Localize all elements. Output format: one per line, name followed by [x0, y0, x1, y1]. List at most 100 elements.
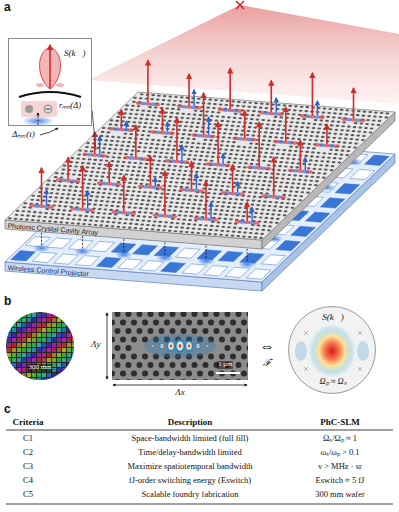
air-hole [329, 149, 333, 151]
projector-pixel [139, 261, 164, 271]
air-hole [233, 117, 237, 119]
emission-arrow [188, 74, 190, 106]
air-hole [283, 214, 287, 216]
air-hole [246, 154, 250, 156]
air-hole [132, 101, 136, 103]
air-hole [128, 117, 132, 119]
air-hole [233, 182, 237, 184]
air-hole [288, 150, 292, 152]
die [22, 358, 26, 362]
die [47, 343, 51, 347]
air-hole [294, 195, 298, 197]
air-hole [92, 187, 96, 189]
air-hole [145, 163, 149, 165]
air-hole [256, 204, 260, 206]
air-hole [54, 176, 58, 178]
air-hole [305, 106, 309, 108]
air-hole [266, 144, 270, 146]
die [17, 368, 21, 372]
air-hole [264, 217, 268, 219]
air-hole [292, 158, 296, 160]
air-hole [197, 142, 201, 144]
observer-mark [236, 1, 244, 9]
air-hole [185, 142, 189, 144]
air-hole [100, 200, 104, 202]
air-hole [180, 182, 184, 184]
air-hole [333, 133, 337, 135]
air-hole [132, 190, 136, 192]
cavity-mode-lobe [171, 215, 177, 219]
air-hole [145, 118, 149, 120]
air-hole [223, 197, 227, 199]
die [57, 323, 61, 327]
emission-arrow [312, 73, 314, 116]
air-hole [331, 120, 335, 122]
air-hole [290, 186, 294, 188]
projector-pixel [54, 254, 79, 264]
air-hole [248, 146, 252, 148]
air-hole [252, 155, 256, 157]
air-hole [187, 203, 191, 205]
projector-glow [197, 257, 215, 265]
emission-arrow [196, 174, 197, 190]
air-hole [196, 212, 200, 214]
air-hole [252, 110, 256, 112]
air-hole [251, 114, 255, 116]
air-hole [186, 138, 190, 140]
air-hole [257, 115, 261, 117]
air-hole [197, 208, 201, 210]
air-hole [226, 141, 230, 143]
air-hole [62, 189, 66, 191]
air-hole [102, 212, 106, 214]
air-hole [251, 134, 255, 136]
air-hole [111, 201, 115, 203]
die [57, 363, 61, 367]
air-hole [88, 158, 92, 160]
air-hole [333, 112, 337, 114]
cavity-mode-lobe [210, 135, 216, 139]
air-hole [140, 114, 144, 116]
die [7, 373, 11, 377]
emission-arrow [237, 182, 238, 193]
air-hole [273, 205, 277, 207]
air-hole [139, 207, 143, 209]
die [67, 363, 71, 367]
air-hole [107, 196, 111, 198]
air-hole [328, 108, 332, 110]
air-hole [183, 150, 187, 152]
air-hole [227, 226, 231, 228]
air-hole [252, 130, 256, 132]
cavity-mode-lobe [239, 192, 245, 196]
period-arrow [107, 313, 108, 379]
die [32, 323, 36, 327]
air-hole [168, 230, 172, 232]
air-hole [95, 196, 99, 198]
air-hole [60, 217, 64, 219]
air-hole [218, 217, 222, 219]
air-hole [286, 202, 290, 204]
air-hole [8, 217, 12, 219]
air-hole [313, 123, 317, 125]
air-hole [106, 131, 110, 133]
air-hole [31, 195, 35, 197]
air-hole [178, 214, 182, 216]
air-hole [188, 199, 192, 201]
air-hole [61, 213, 65, 215]
air-hole [246, 175, 250, 177]
air-hole [225, 214, 229, 216]
air-hole [124, 173, 128, 175]
air-hole [71, 198, 75, 200]
air-hole [250, 163, 254, 165]
die [27, 313, 31, 317]
air-hole [238, 227, 242, 229]
air-hole [147, 200, 151, 202]
emission-arrow [49, 45, 51, 89]
air-hole [264, 176, 268, 178]
air-hole [49, 196, 53, 198]
air-hole [243, 211, 247, 213]
air-hole [31, 219, 35, 221]
air-hole [179, 121, 183, 123]
air-hole [112, 156, 116, 158]
air-hole [66, 197, 70, 199]
